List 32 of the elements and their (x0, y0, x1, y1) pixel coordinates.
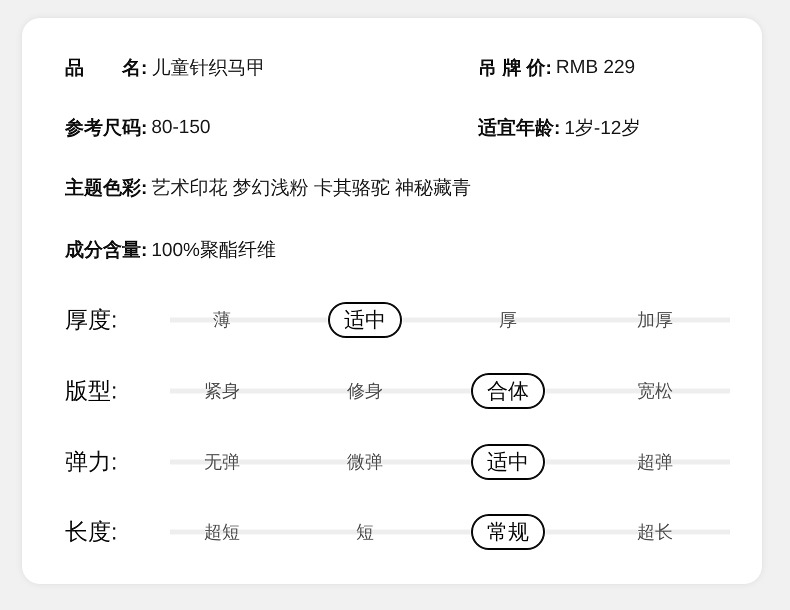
option-label: 宽松 (637, 380, 673, 403)
option-label: 超长 (637, 521, 673, 544)
field-value: 100%聚酯纤维 (151, 239, 276, 263)
option-label: 超短 (204, 521, 240, 544)
attribute-label: 弹力: (65, 448, 118, 476)
field-label: 参考尺码: (65, 116, 148, 141)
option-label: 短 (356, 521, 374, 544)
field-value: 艺术印花 梦幻浅粉 卡其骆驼 神秘藏青 (151, 177, 472, 201)
option-label: 无弹 (204, 451, 240, 474)
selected-option: 适中 (471, 444, 545, 480)
option-label: 紧身 (204, 380, 240, 403)
field-label: 吊 牌 价: (478, 57, 552, 81)
option-label: 微弹 (347, 451, 383, 474)
selected-option: 适中 (328, 302, 402, 338)
selected-option: 合体 (471, 373, 545, 409)
field-value: 1岁-12岁 (564, 117, 640, 141)
field-value: 80-150 (151, 117, 210, 139)
attribute-label: 版型: (65, 376, 118, 406)
attribute-label: 长度: (65, 518, 118, 546)
option-label: 超弹 (637, 451, 673, 474)
option-label: 加厚 (637, 309, 673, 332)
attribute-label: 厚度: (65, 306, 118, 334)
field-value: RMB 229 (556, 57, 636, 79)
field-value: 儿童针织马甲 (151, 57, 266, 81)
option-label: 薄 (213, 309, 231, 332)
selected-option: 常规 (471, 514, 545, 550)
field-label: 适宜年龄: (478, 116, 560, 141)
field-label: 成分含量: (65, 239, 148, 263)
option-label: 修身 (347, 380, 383, 403)
option-label: 厚 (499, 309, 517, 332)
field-label: 品 名: (65, 57, 148, 81)
field-label: 主题色彩: (65, 176, 148, 201)
